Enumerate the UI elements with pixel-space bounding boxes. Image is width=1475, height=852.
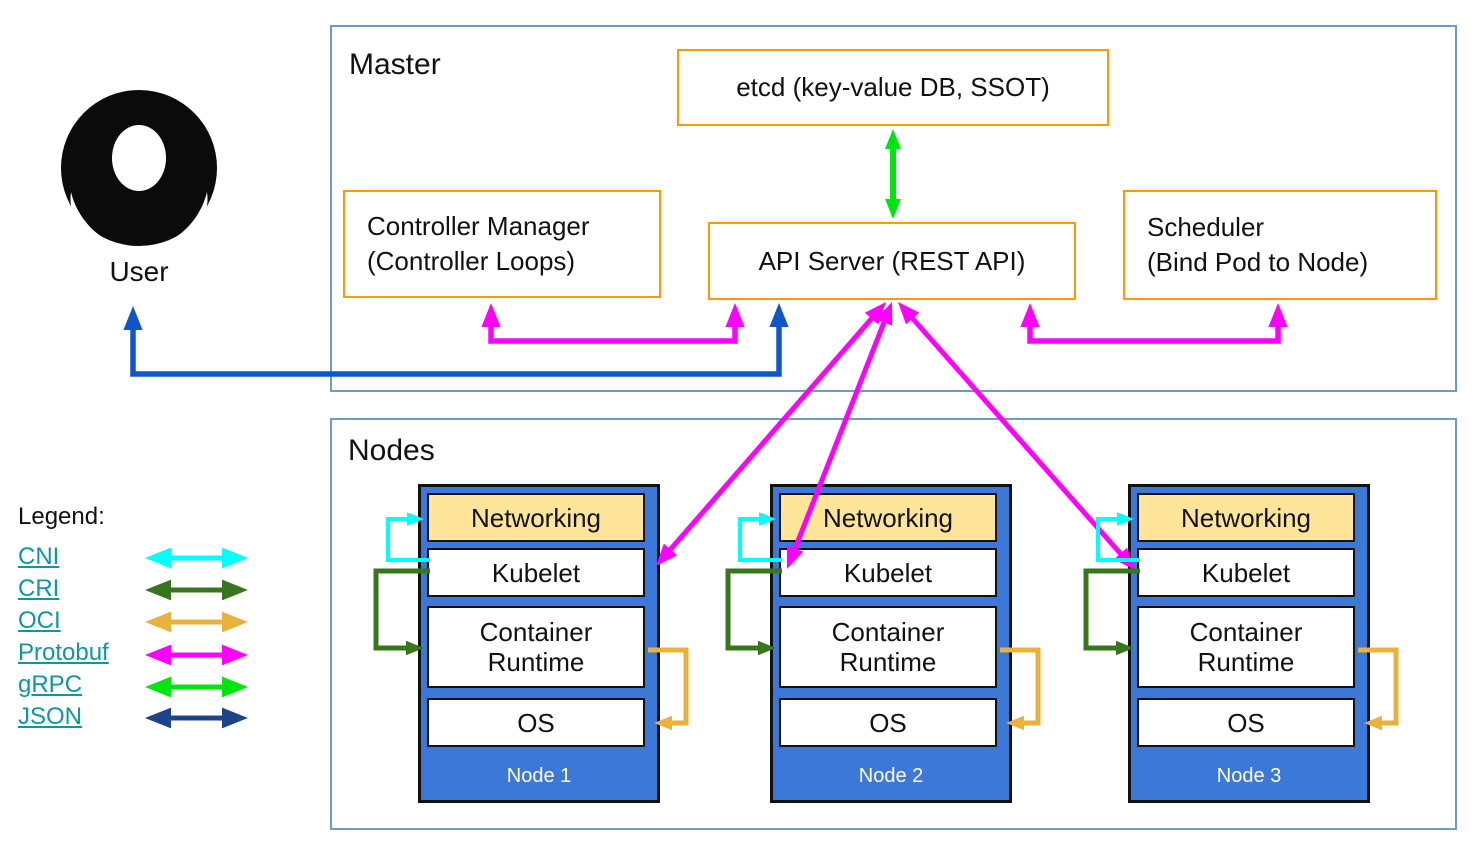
legend-item-oci: OCI <box>18 605 109 637</box>
arrowhead-json-user-api <box>123 306 143 330</box>
master-title: Master <box>349 48 441 81</box>
kubelet-box: Kubelet <box>779 548 997 597</box>
legend-item-json: JSON <box>18 701 109 733</box>
scheduler-box: Scheduler (Bind Pod to Node) <box>1123 190 1437 300</box>
user-icon <box>61 90 217 246</box>
legend-link-oci[interactable]: OCI <box>18 607 61 634</box>
legend-item-cri: CRI <box>18 573 109 605</box>
arrowhead-legend-cni <box>145 547 171 569</box>
scheduler-line2: (Bind Pod to Node) <box>1147 247 1369 277</box>
legend-link-grpc[interactable]: gRPC <box>18 671 83 698</box>
node-2: Networking Kubelet Container Runtime OS … <box>770 484 1012 803</box>
legend-item-grpc: gRPC <box>18 669 109 701</box>
arrowhead-legend-grpc <box>145 676 171 698</box>
arrowhead-legend-protobuf <box>145 644 171 666</box>
api-server-label: API Server (REST API) <box>758 245 1026 276</box>
node-3-label: Node 3 <box>1216 765 1282 787</box>
node-1: Networking Kubelet Container Runtime OS … <box>418 484 660 803</box>
arrowhead-legend-json <box>145 707 171 729</box>
controller-manager-box: Controller Manager (Controller Loops) <box>343 190 661 298</box>
legend-items: CNI CRI OCI Protobuf gRPC JSON <box>18 541 109 733</box>
container-runtime-box: Container Runtime <box>779 606 997 688</box>
arrowhead-legend-oci <box>145 611 171 633</box>
legend-link-json[interactable]: JSON <box>18 703 83 730</box>
legend-item-cni: CNI <box>18 541 109 573</box>
networking-box: Networking <box>779 493 997 542</box>
arrowhead-legend-cri <box>222 579 248 601</box>
kubelet-box: Kubelet <box>427 548 645 597</box>
legend: Legend: CNI CRI OCI Protobuf gRPC JSON <box>18 503 109 733</box>
controller-manager-line2: (Controller Loops) <box>367 246 576 276</box>
legend-title: Legend: <box>18 503 105 530</box>
legend-item-protobuf: Protobuf <box>18 637 109 669</box>
node-3: Networking Kubelet Container Runtime OS … <box>1128 484 1370 803</box>
legend-link-protobuf[interactable]: Protobuf <box>18 639 109 666</box>
arrowhead-legend-oci <box>222 611 248 633</box>
api-server-box: API Server (REST API) <box>708 222 1076 300</box>
nodes-title: Nodes <box>348 434 435 467</box>
etcd-label: etcd (key-value DB, SSOT) <box>736 72 1050 102</box>
networking-box: Networking <box>427 493 645 542</box>
arrowhead-legend-json <box>222 707 248 729</box>
node-1-label: Node 1 <box>506 765 572 787</box>
os-box: OS <box>779 698 997 747</box>
scheduler-line1: Scheduler <box>1147 212 1265 242</box>
container-runtime-box: Container Runtime <box>1137 606 1355 688</box>
arrowhead-legend-grpc <box>222 676 248 698</box>
os-box: OS <box>1137 698 1355 747</box>
arrowhead-legend-cri <box>145 579 171 601</box>
legend-link-cri[interactable]: CRI <box>18 575 60 602</box>
etcd-box: etcd (key-value DB, SSOT) <box>677 49 1109 126</box>
node-2-label: Node 2 <box>858 765 924 787</box>
os-box: OS <box>427 698 645 747</box>
legend-link-cni[interactable]: CNI <box>18 543 60 570</box>
arrowhead-legend-cni <box>222 547 248 569</box>
controller-manager-line1: Controller Manager <box>367 211 590 241</box>
arrowhead-legend-protobuf <box>222 644 248 666</box>
user-label: User <box>109 256 169 287</box>
kubelet-box: Kubelet <box>1137 548 1355 597</box>
networking-box: Networking <box>1137 493 1355 542</box>
container-runtime-box: Container Runtime <box>427 606 645 688</box>
